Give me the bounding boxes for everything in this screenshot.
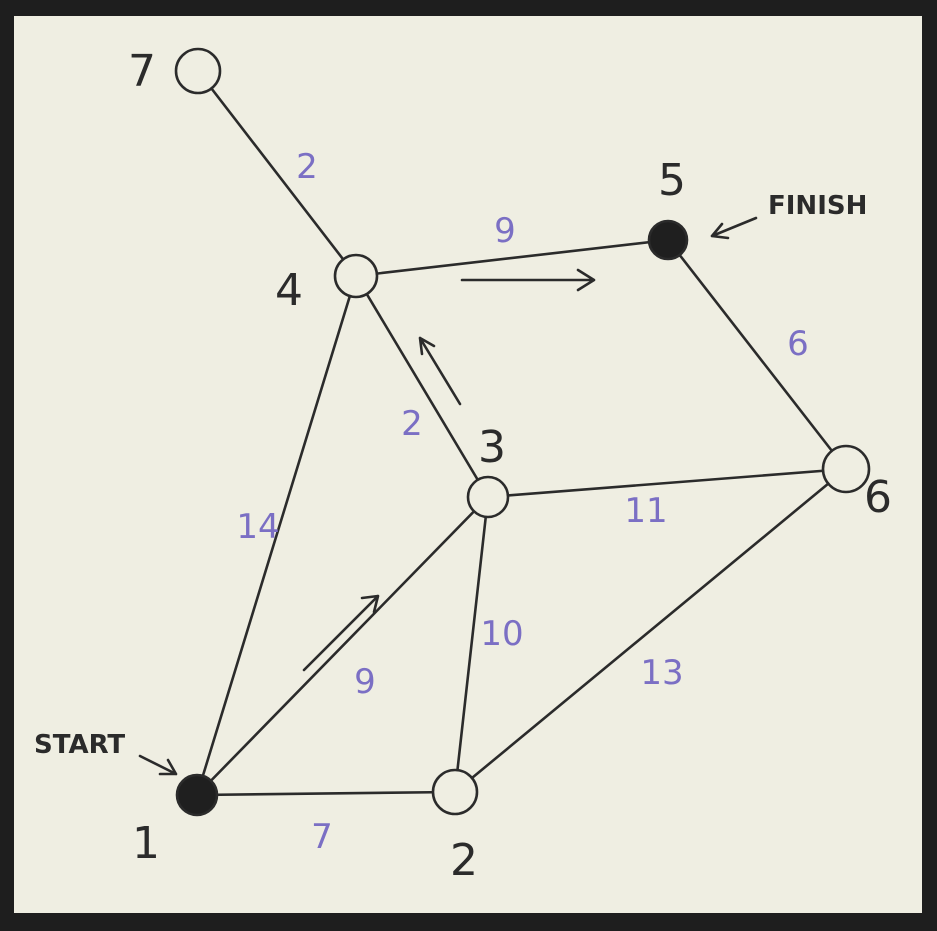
edge-weight-3-6: 11 xyxy=(624,491,667,531)
edge-weight-4-5: 9 xyxy=(494,211,516,251)
node-label-2: 2 xyxy=(450,835,478,886)
edge-weight-3-2: 10 xyxy=(480,614,523,654)
edge-1-2 xyxy=(195,790,457,797)
node-7 xyxy=(174,47,222,95)
node-label-7: 7 xyxy=(128,46,156,97)
edge-weight-4-3: 2 xyxy=(401,404,423,444)
edge-7-4 xyxy=(196,69,358,278)
edge-3-2 xyxy=(453,495,490,794)
finish-arrow-icon xyxy=(710,216,758,240)
edge-weight-7-4: 2 xyxy=(296,147,318,187)
edge-weight-1-2: 7 xyxy=(311,817,333,857)
path-arrow-3-4-icon xyxy=(418,336,462,406)
edges-layer xyxy=(195,69,848,797)
nodes-layer xyxy=(174,47,871,817)
path-arrow-4-5-icon xyxy=(460,268,596,292)
path-arrow-1-3-icon xyxy=(302,594,380,672)
node-label-5: 5 xyxy=(658,155,686,206)
node-label-3: 3 xyxy=(478,422,506,473)
edge-4-5 xyxy=(354,238,670,278)
node-4 xyxy=(333,253,379,299)
edge-weight-5-6: 6 xyxy=(787,324,809,364)
node-1 xyxy=(175,773,219,817)
start-arrow-icon xyxy=(138,754,178,776)
node-6 xyxy=(821,444,871,494)
node-label-1: 1 xyxy=(132,818,160,869)
node-label-4: 4 xyxy=(275,265,303,316)
node-5 xyxy=(647,219,689,261)
finish-label: FINISH xyxy=(768,191,867,221)
edge-3-6 xyxy=(486,467,848,499)
start-label: START xyxy=(34,730,125,760)
edge-3-1 xyxy=(195,495,490,797)
edge-weight-2-6: 13 xyxy=(640,653,683,693)
edge-5-6 xyxy=(666,238,848,471)
path-arrows-layer xyxy=(302,268,596,672)
node-label-6: 6 xyxy=(864,472,892,523)
edge-4-3 xyxy=(354,274,490,499)
edge-weight-4-1: 14 xyxy=(236,507,279,547)
edge-weights-layer: 2 9 2 14 6 11 9 10 13 7 xyxy=(236,147,808,857)
edge-4-1 xyxy=(195,274,358,797)
node-3 xyxy=(466,475,510,519)
node-2 xyxy=(431,768,479,816)
edge-2-6 xyxy=(453,467,848,794)
edge-weight-3-1: 9 xyxy=(354,662,376,702)
node-labels-layer: 1 2 3 4 5 6 7 xyxy=(128,46,892,886)
